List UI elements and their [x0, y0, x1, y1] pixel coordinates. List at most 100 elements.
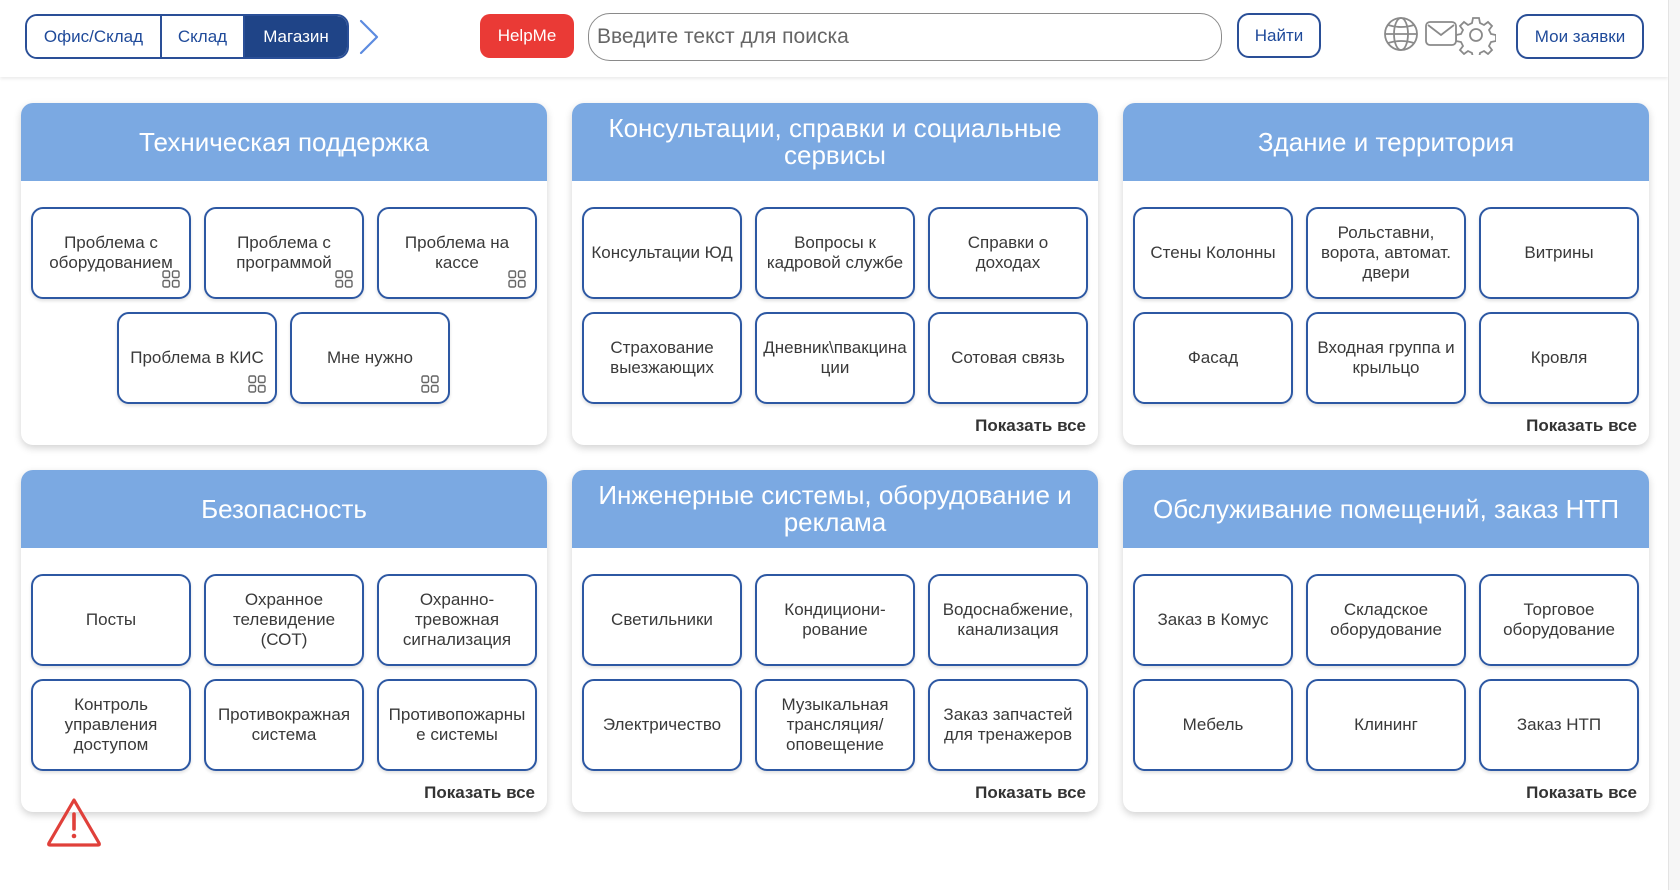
find-button[interactable]: Найти [1237, 13, 1321, 58]
tile-label: Водоснабжение, канализация [942, 600, 1074, 639]
show-all-link[interactable]: Показать все [975, 416, 1086, 435]
show-all-link[interactable]: Показать все [424, 783, 535, 802]
tile-showcases[interactable]: Витрины [1479, 207, 1639, 299]
tile-label: Охранное телевидение (СОТ) [232, 590, 336, 649]
tile-label: Консультации ЮД [591, 243, 733, 262]
tile-entrance[interactable]: Входная группа и крыльцо [1306, 312, 1466, 404]
tile-warehouse-equipment[interactable]: Складское оборудование [1306, 574, 1466, 666]
segment-office-warehouse[interactable]: Офис/Склад [27, 16, 162, 57]
tile-electricity[interactable]: Электричество [582, 679, 742, 771]
show-all-link[interactable]: Показать все [975, 783, 1086, 802]
gear-icon[interactable] [1456, 15, 1496, 55]
tile-label: Контроль управления доступом [64, 695, 158, 754]
tile-cctv[interactable]: Охранное телевидение (СОТ) [204, 574, 364, 666]
top-bar: Офис/Склад Склад Магазин HelpMe Найти Мо… [0, 0, 1668, 77]
tile-label: Проблема с программой [236, 233, 332, 272]
tile-label: Фасад [1187, 348, 1239, 367]
tile-label: Кондициони-рование [784, 600, 886, 639]
mail-icon[interactable] [1424, 15, 1458, 53]
tile-label: Противокражная система [217, 705, 351, 744]
tile-label: Кровля [1530, 348, 1588, 367]
tile-label: Страхование выезжающих [610, 338, 714, 377]
tile-label: Проблема в КИС [130, 348, 264, 367]
tile-equipment-problem[interactable]: Проблема с оборудованием [31, 207, 191, 299]
tile-music-broadcast[interactable]: Музыкальная трансляция/ оповещение [755, 679, 915, 771]
tile-access-control[interactable]: Контроль управления доступом [31, 679, 191, 771]
warning-triangle-icon[interactable] [45, 796, 103, 848]
tile-label: Заказ в Комус [1157, 610, 1269, 629]
tile-shutters-gates[interactable]: Рольставни, ворота, автомат. двери [1306, 207, 1466, 299]
tile-label: Электричество [602, 715, 722, 734]
card-premises-service: Обслуживание помещений, заказ НТП Заказ … [1123, 470, 1649, 812]
segment-store[interactable]: Магазин [245, 16, 347, 57]
tile-anti-theft[interactable]: Противокражная система [204, 679, 364, 771]
tile-alarm[interactable]: Охранно-тревожная сигнализация [377, 574, 537, 666]
tile-kis-problem[interactable]: Проблема в КИС [117, 312, 277, 404]
tile-label: Заказ НТП [1516, 715, 1602, 734]
tile-label: Сотовая связь [951, 348, 1065, 367]
card-title: Техническая поддержка [21, 103, 547, 181]
tile-label: Проблема с оборудованием [49, 233, 173, 272]
tile-ntp-order[interactable]: Заказ НТП [1479, 679, 1639, 771]
tile-income-certificates[interactable]: Справки о доходах [928, 207, 1088, 299]
tile-cleaning[interactable]: Клининг [1306, 679, 1466, 771]
tile-label: Противопожарные системы [388, 705, 526, 744]
tile-label: Посты [85, 610, 137, 629]
tile-gym-parts[interactable]: Заказ запчастей для тренажеров [928, 679, 1088, 771]
tile-label: Витрины [1524, 243, 1594, 262]
tile-walls-columns[interactable]: Стены Колонны [1133, 207, 1293, 299]
tile-label: Дневник\пвакцинации [763, 338, 907, 377]
tile-label: Стены Колонны [1150, 243, 1276, 262]
tile-lamps[interactable]: Светильники [582, 574, 742, 666]
helpme-button[interactable]: HelpMe [480, 14, 574, 58]
show-all-link[interactable]: Показать все [1526, 783, 1637, 802]
tile-travel-insurance[interactable]: Страхование выезжающих [582, 312, 742, 404]
tile-i-need[interactable]: Мне нужно [290, 312, 450, 404]
tile-label: Рольставни, ворота, автомат. двери [1321, 223, 1451, 282]
tile-label: Проблема на кассе [404, 233, 510, 272]
card-title: Здание и территория [1123, 103, 1649, 181]
tile-fire-systems[interactable]: Противопожарные системы [377, 679, 537, 771]
chevron-right-icon[interactable] [356, 18, 382, 56]
tile-furniture[interactable]: Мебель [1133, 679, 1293, 771]
grid-icon [248, 375, 266, 393]
tile-label: Мне нужно [326, 348, 414, 367]
tile-air-conditioning[interactable]: Кондициони-рование [755, 574, 915, 666]
tile-retail-equipment[interactable]: Торговое оборудование [1479, 574, 1639, 666]
tile-komus-order[interactable]: Заказ в Комус [1133, 574, 1293, 666]
tile-roof[interactable]: Кровля [1479, 312, 1639, 404]
globe-icon[interactable] [1382, 15, 1420, 53]
tile-legal-consultations[interactable]: Консультации ЮД [582, 207, 742, 299]
card-tech-support: Техническая поддержка Проблема с оборудо… [21, 103, 547, 445]
tile-label: Светильники [611, 610, 713, 629]
tile-hr-questions[interactable]: Вопросы к кадровой службе [755, 207, 915, 299]
tile-label: Клининг [1354, 715, 1418, 734]
card-building: Здание и территория Стены Колонны Рольст… [1123, 103, 1649, 445]
tile-label: Вопросы к кадровой службе [766, 233, 904, 272]
tile-posts[interactable]: Посты [31, 574, 191, 666]
card-consultations: Консультации, справки и социальные серви… [572, 103, 1098, 445]
grid-icon [508, 270, 526, 288]
tile-water-sewage[interactable]: Водоснабжение, канализация [928, 574, 1088, 666]
tile-mobile-service[interactable]: Сотовая связь [928, 312, 1088, 404]
tile-label: Музыкальная трансляция/ оповещение [781, 695, 889, 754]
tile-software-problem[interactable]: Проблема с программой [204, 207, 364, 299]
my-requests-button[interactable]: Мои заявки [1516, 14, 1644, 59]
vertical-scrollbar[interactable] [1668, 0, 1680, 890]
segment-warehouse[interactable]: Склад [162, 16, 245, 57]
grid-icon [421, 375, 439, 393]
tile-label: Складское оборудование [1330, 600, 1442, 639]
search-input[interactable] [588, 13, 1222, 61]
tile-label: Справки о доходах [967, 233, 1049, 272]
tile-label: Входная группа и крыльцо [1317, 338, 1455, 377]
grid-icon [335, 270, 353, 288]
card-title: Безопасность [21, 470, 547, 548]
show-all-link[interactable]: Показать все [1526, 416, 1637, 435]
grid-icon [162, 270, 180, 288]
tile-vaccination-diary[interactable]: Дневник\пвакцинации [755, 312, 915, 404]
card-title: Обслуживание помещений, заказ НТП [1123, 470, 1649, 548]
tile-facade[interactable]: Фасад [1133, 312, 1293, 404]
tile-label: Заказ запчастей для тренажеров [943, 705, 1073, 744]
tile-label: Торговое оборудование [1503, 600, 1615, 639]
tile-cashier-problem[interactable]: Проблема на кассе [377, 207, 537, 299]
